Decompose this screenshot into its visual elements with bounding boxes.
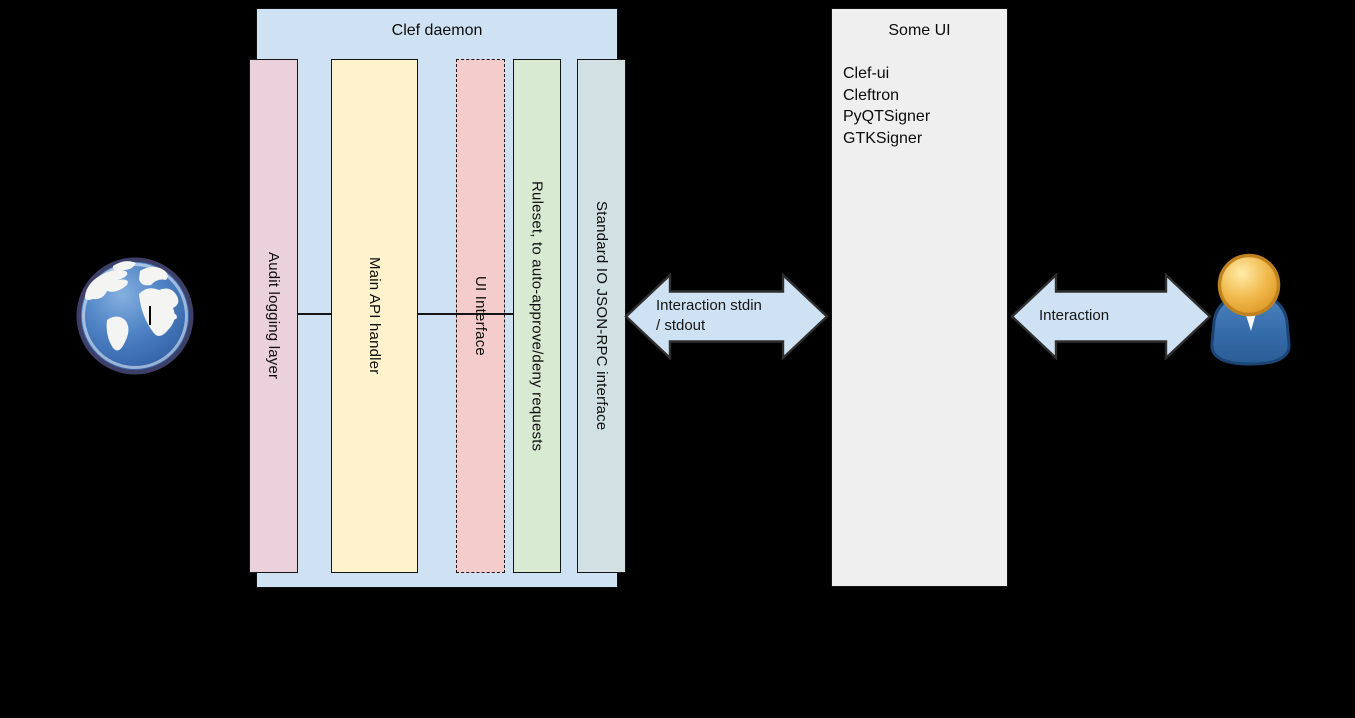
user-icon — [1203, 252, 1298, 373]
layer-ui-interface-label: UI Interface — [472, 276, 489, 356]
double-arrow-icon — [624, 272, 829, 361]
globe-icon — [73, 254, 197, 383]
list-item: GTKSigner — [843, 129, 923, 147]
stdio-interaction-arrow: Interaction stdin / stdout — [624, 272, 829, 361]
some-ui-box: Some UI Clef-ui Cleftron PyQTSigner GTKS… — [831, 8, 1008, 587]
user-arrow-label: Interaction — [1039, 307, 1110, 324]
list-item: Cleftron — [843, 86, 900, 104]
some-ui-title: Some UI — [888, 22, 951, 39]
layer-audit-logging-label: Audit logging layer — [265, 252, 282, 380]
layer-main-api-handler: Main API handler — [331, 59, 418, 573]
layer-stdio-jsonrpc: Standard IO JSON-RPC interface — [577, 59, 626, 573]
stdio-arrow-label: Interaction stdin / stdout — [656, 297, 762, 334]
layer-ui-interface: UI Interface — [456, 59, 505, 573]
layer-stdio-jsonrpc-label: Standard IO JSON-RPC interface — [593, 201, 610, 431]
clef-daemon-title: Clef daemon — [391, 22, 483, 39]
connector-api-to-ruleset — [417, 313, 513, 315]
i-beam-cursor — [149, 306, 151, 325]
layer-ruleset-label: Ruleset, to auto-approve/deny requests — [528, 180, 546, 452]
layer-ruleset: Ruleset, to auto-approve/deny requests — [513, 59, 561, 573]
connector-audit-to-api — [297, 313, 331, 315]
double-arrow-icon — [1010, 272, 1212, 361]
list-item: Clef-ui — [843, 65, 890, 82]
layer-main-api-handler-label: Main API handler — [366, 257, 383, 375]
layer-audit-logging: Audit logging layer — [249, 59, 298, 573]
user-interaction-arrow: Interaction — [1010, 272, 1212, 361]
clef-daemon-box: Clef daemon — [256, 8, 618, 588]
list-item: PyQTSigner — [843, 108, 931, 126]
ui-implementations-list: Clef-ui Cleftron PyQTSigner GTKSigner — [843, 63, 930, 149]
